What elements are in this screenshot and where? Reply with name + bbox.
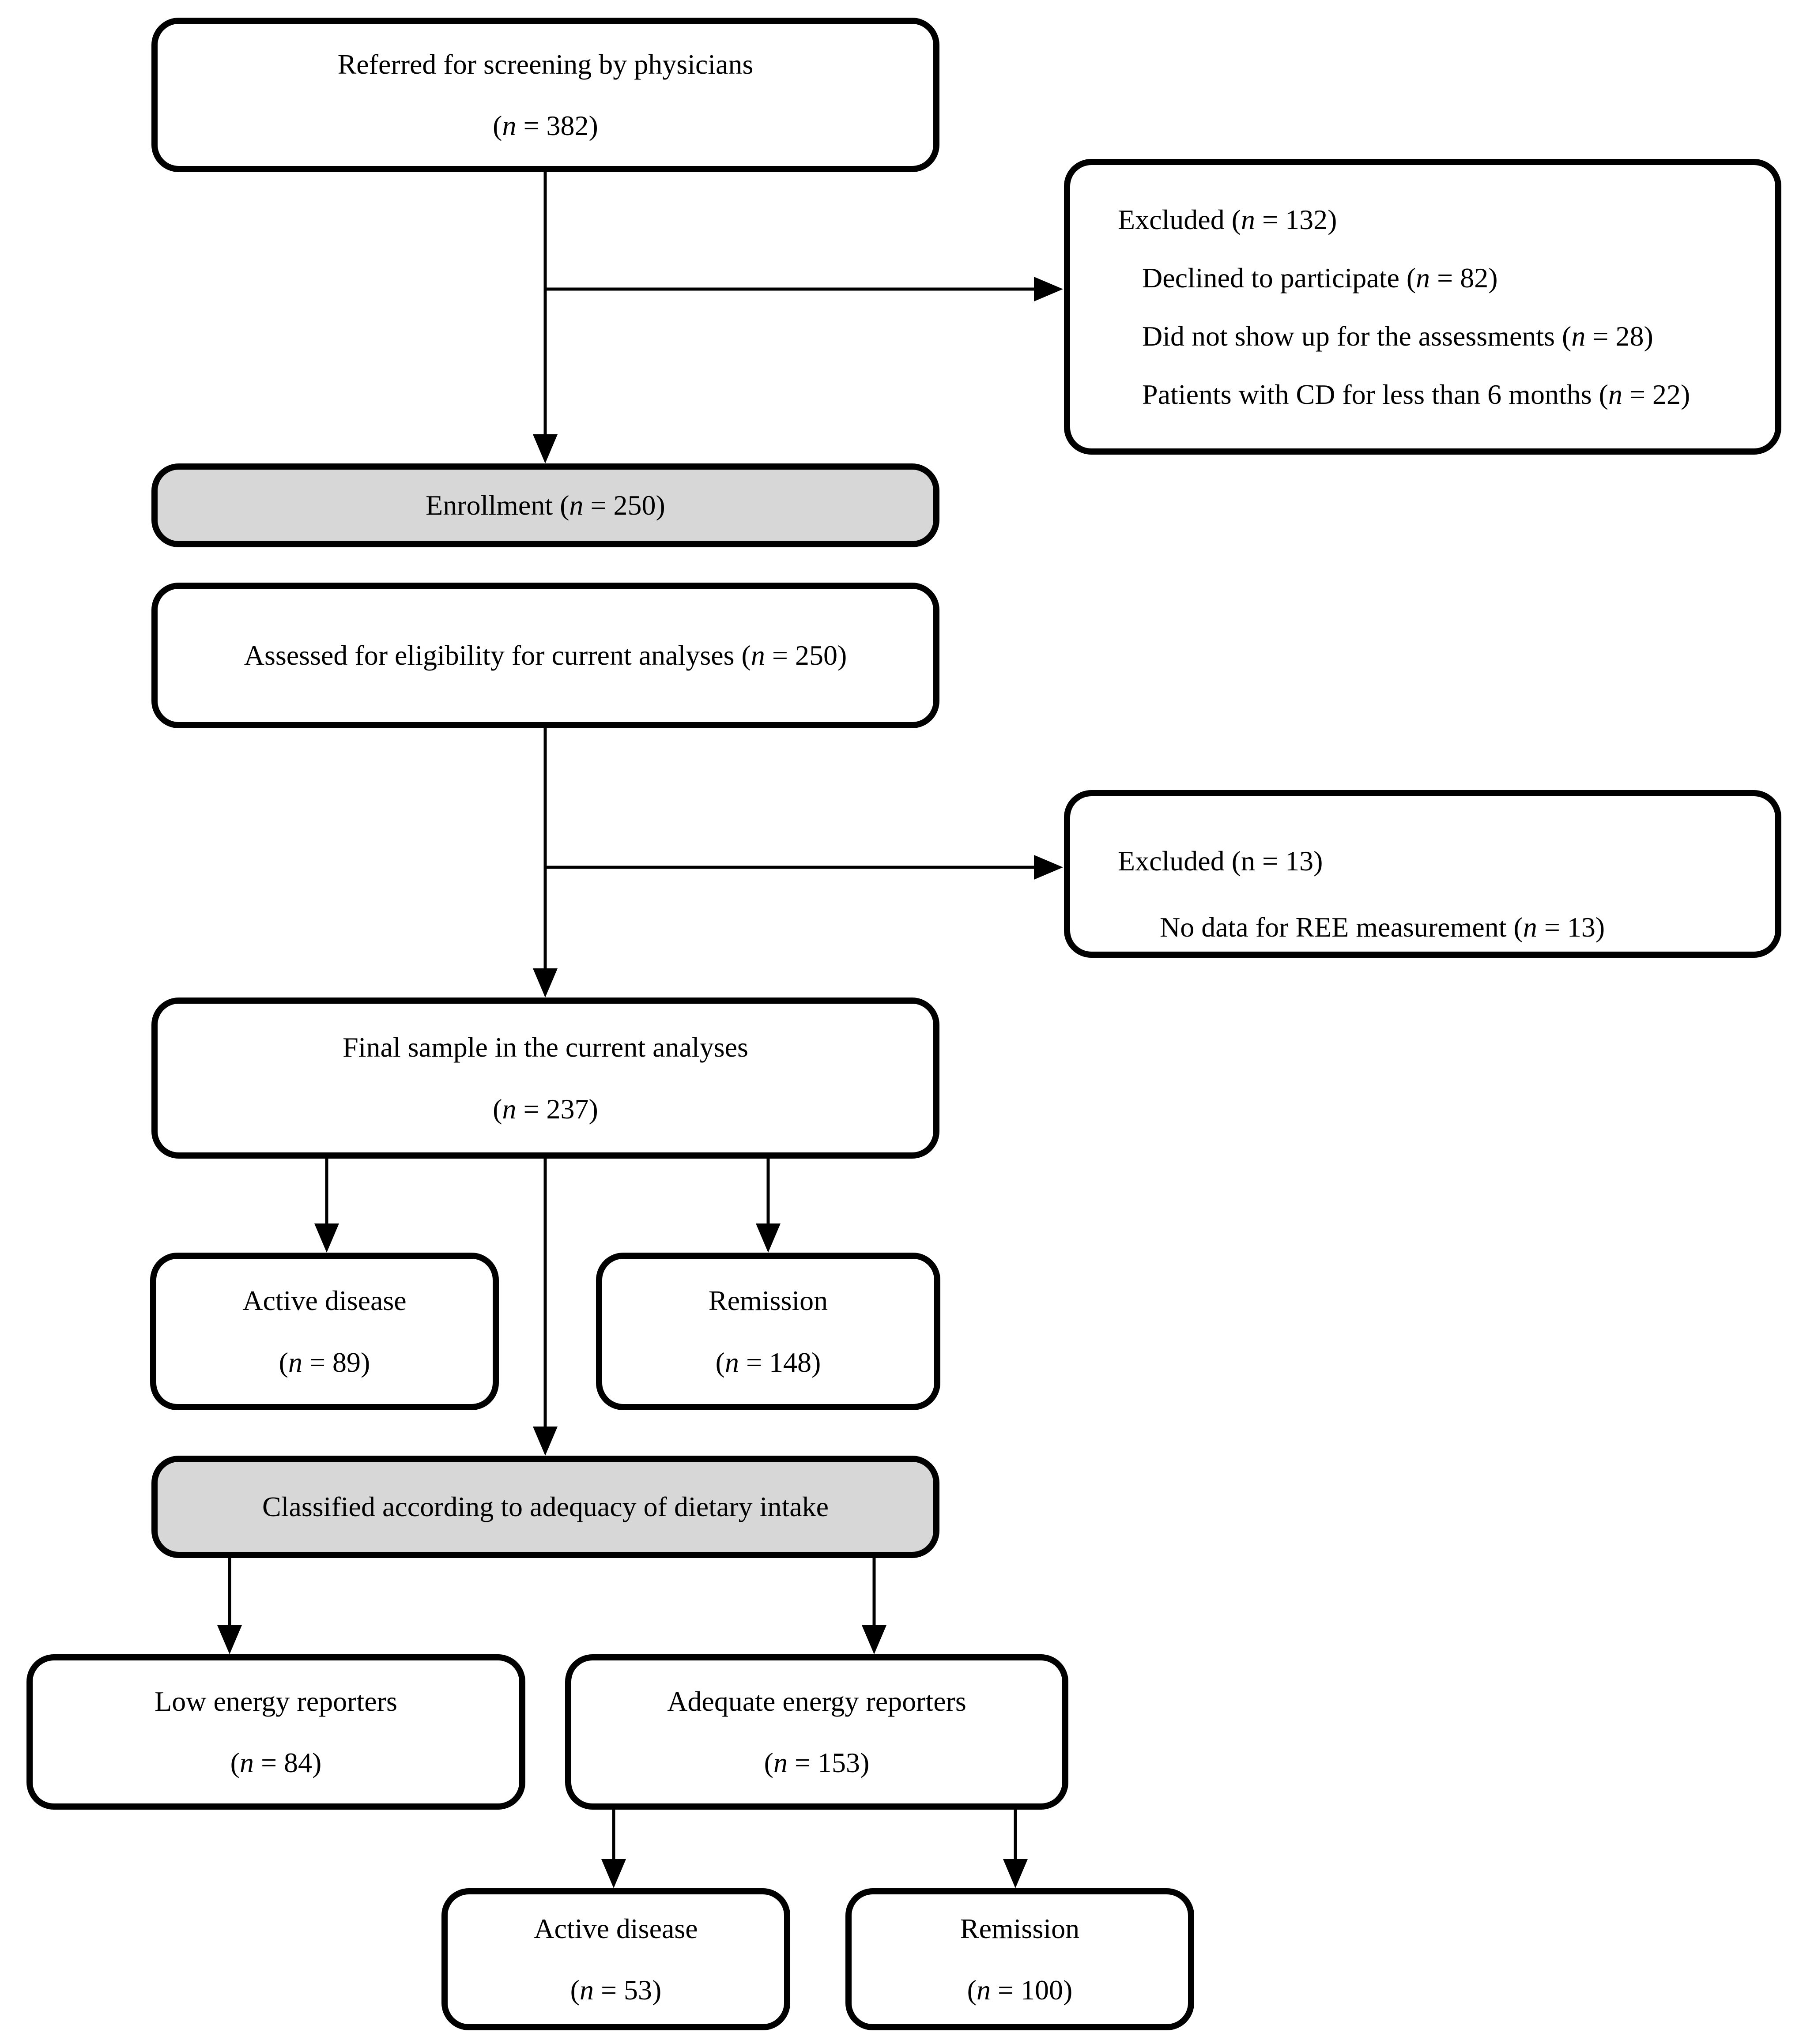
excluded-screening-item-no-show: Did not show up for the assessments (n =…	[1142, 320, 1653, 352]
box-remission-total: Remission (n = 148)	[596, 1253, 940, 1410]
arrowhead-excluded-analyses	[1034, 855, 1063, 880]
active-disease-adequate-label: Active disease	[534, 1912, 698, 1944]
box-final-sample: Final sample in the current analyses (n …	[151, 998, 939, 1159]
box-remission-adequate: Remission (n = 100)	[845, 1888, 1194, 2030]
arrowhead-active-disease	[314, 1223, 339, 1253]
final-sample-label: Final sample in the current analyses	[343, 1031, 748, 1063]
excluded-screening-item-cd-duration: Patients with CD for less than 6 months …	[1142, 379, 1690, 410]
enrollment-label: Enrollment (n = 250)	[426, 489, 665, 521]
active-disease-adequate-count: (n = 53)	[570, 1974, 662, 2006]
arrowhead-classified	[533, 1427, 558, 1456]
box-active-disease-adequate: Active disease (n = 53)	[441, 1888, 790, 2030]
referred-label: Referred for screening by physicians	[337, 48, 754, 80]
remission-total-label: Remission	[708, 1285, 828, 1317]
box-adequate-energy-reporters: Adequate energy reporters (n = 153)	[565, 1654, 1068, 1810]
box-assessed-eligibility: Assessed for eligibility for current ana…	[151, 583, 939, 728]
arrowhead-remission-adequate	[1003, 1859, 1028, 1888]
excluded-analyses-item-ree: No data for REE measurement (n = 13)	[1160, 911, 1605, 943]
box-classified-dietary-intake: Classified according to adequacy of diet…	[151, 1456, 939, 1558]
box-enrollment: Enrollment (n = 250)	[151, 463, 939, 547]
arrowhead-active-adequate	[601, 1859, 626, 1888]
classified-label: Classified according to adequacy of diet…	[262, 1491, 829, 1523]
box-low-energy-reporters: Low energy reporters (n = 84)	[26, 1654, 525, 1810]
arrowhead-adequate-energy	[862, 1625, 886, 1654]
arrowhead-final-sample	[533, 968, 558, 998]
referred-count: (n = 382)	[493, 110, 598, 141]
active-disease-total-count: (n = 89)	[279, 1346, 370, 1378]
excluded-analyses-title: Excluded (n = 13)	[1118, 845, 1323, 877]
remission-adequate-count: (n = 100)	[967, 1974, 1073, 2006]
final-sample-count: (n = 237)	[493, 1093, 598, 1125]
remission-adequate-label: Remission	[960, 1912, 1080, 1944]
box-active-disease-total: Active disease (n = 89)	[150, 1253, 499, 1410]
arrowhead-enrollment	[533, 434, 558, 463]
adequate-energy-label: Adequate energy reporters	[667, 1685, 966, 1717]
low-energy-count: (n = 84)	[230, 1747, 322, 1778]
excluded-screening-item-declined: Declined to participate (n = 82)	[1142, 262, 1498, 294]
arrowhead-low-energy	[217, 1625, 242, 1654]
arrowhead-remission	[756, 1223, 781, 1253]
low-energy-label: Low energy reporters	[155, 1685, 397, 1717]
box-excluded-analyses: Excluded (n = 13) No data for REE measur…	[1064, 790, 1781, 958]
adequate-energy-count: (n = 153)	[764, 1747, 870, 1778]
box-excluded-screening: Excluded (n = 132) Declined to participa…	[1064, 159, 1781, 455]
box-referred-screening: Referred for screening by physicians (n …	[151, 18, 939, 172]
remission-total-count: (n = 148)	[715, 1346, 821, 1378]
arrowhead-excluded-screening	[1034, 277, 1063, 301]
active-disease-total-label: Active disease	[242, 1285, 407, 1317]
assessed-label: Assessed for eligibility for current ana…	[244, 640, 847, 671]
excluded-screening-title: Excluded (n = 132)	[1118, 204, 1337, 235]
